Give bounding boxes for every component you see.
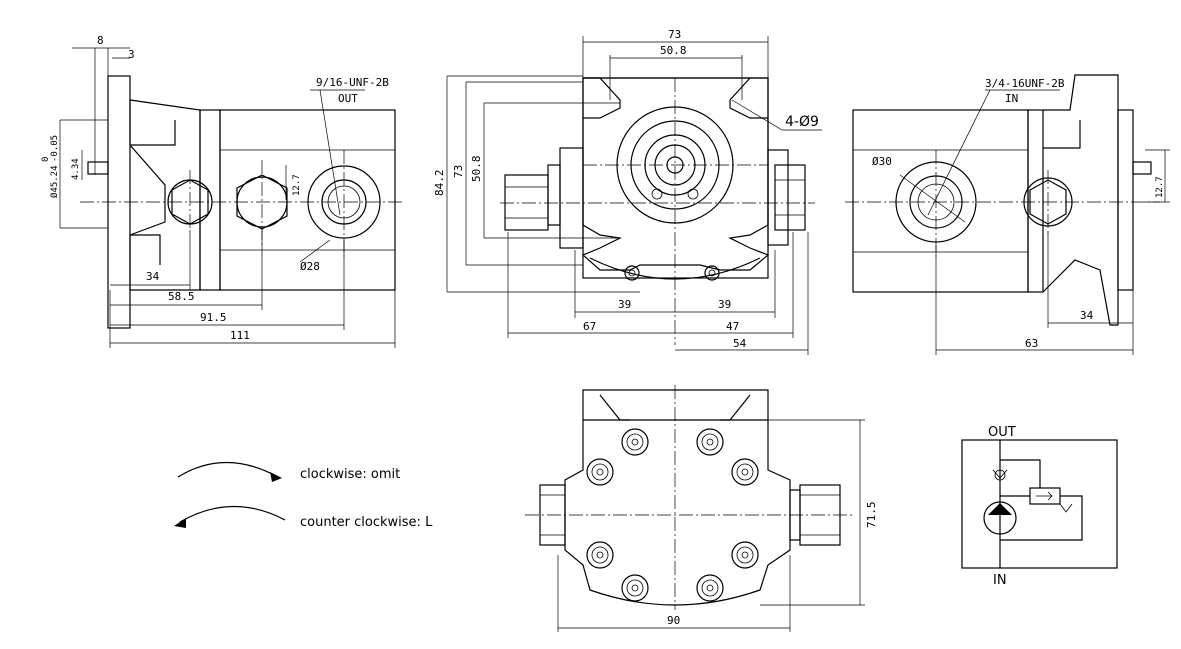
bolt-2 <box>696 428 724 456</box>
counter-clockwise-label: counter clockwise: L <box>300 515 433 530</box>
dim-73-left: 73 <box>452 165 465 178</box>
bolt-5 <box>586 541 614 569</box>
dim-d45: Ø45.24 <box>49 165 60 198</box>
bottom-view-labels: 71.5 90 <box>667 502 878 628</box>
left-view-labels: 8 3 Ø45.24 0 -0.05 4.34 12.7 34 58.5 91.… <box>41 34 389 342</box>
front-view-labels: 73 50.8 84.2 73 50.8 39 39 67 47 54 4-Ø9 <box>433 28 819 350</box>
dim-d28: Ø28 <box>300 260 320 273</box>
bottom-body <box>564 389 791 606</box>
bolt-6 <box>731 541 759 569</box>
dim-50-8-left: 50.8 <box>470 156 483 183</box>
dim-91-5: 91.5 <box>200 311 227 324</box>
right-view-labels: 3/4-16UNF-2B IN Ø30 12.7 34 63 <box>872 77 1165 350</box>
dim-111: 111 <box>230 329 250 342</box>
dim-34: 34 <box>146 270 160 283</box>
bolt-3 <box>586 458 614 486</box>
dim-right-34: 34 <box>1080 309 1094 322</box>
out-port-callout-label: OUT <box>338 92 358 105</box>
dim-d45-tol-upper: 0 <box>41 157 51 162</box>
dim-d30: Ø30 <box>872 155 892 168</box>
clockwise-label: clockwise: omit <box>300 467 400 482</box>
left-side-view <box>59 47 405 348</box>
symbol-frame <box>961 439 1118 569</box>
dim-63: 63 <box>1025 337 1038 350</box>
dim-right-12-7: 12.7 <box>1155 176 1165 198</box>
symbol-in-label: IN <box>993 573 1007 588</box>
right-body <box>852 109 1029 293</box>
rotation-legend: clockwise: omit counter clockwise: L <box>174 462 433 530</box>
right-side-view <box>845 74 1170 355</box>
dim-58-5: 58.5 <box>168 290 195 303</box>
dim-71-5: 71.5 <box>865 502 878 529</box>
dim-4-34: 4.34 <box>71 158 81 180</box>
front-flange-frame <box>582 77 769 279</box>
hydraulic-symbol: OUT IN <box>961 425 1118 588</box>
dim-12-7: 12.7 <box>292 174 302 196</box>
left-body <box>219 109 396 291</box>
dim-73-top: 73 <box>668 28 681 41</box>
clockwise-arrow-icon <box>177 462 279 478</box>
bolt-4 <box>731 458 759 486</box>
port-nut-2 <box>236 174 288 230</box>
pump-symbol <box>983 501 1017 535</box>
symbol-out-label: OUT <box>988 425 1016 440</box>
dim-67: 67 <box>583 320 596 333</box>
dim-39-right: 39 <box>718 298 731 311</box>
bolt-1 <box>621 428 649 456</box>
dim-47: 47 <box>726 320 739 333</box>
out-port-callout-thread: 9/16-UNF-2B <box>316 76 389 89</box>
in-port-callout-thread: 3/4-16UNF-2B <box>985 77 1065 90</box>
holes-callout: 4-Ø9 <box>785 114 819 130</box>
dim-d45-tol-lower: -0.05 <box>50 135 60 162</box>
counter-clockwise-arrow-icon <box>179 505 286 523</box>
front-view <box>446 36 822 355</box>
dim-90: 90 <box>667 614 680 627</box>
bolt-7 <box>621 574 649 602</box>
dim-39-left: 39 <box>618 298 631 311</box>
bolt-8 <box>696 574 724 602</box>
dim-54: 54 <box>733 337 747 350</box>
dim-84-2: 84.2 <box>433 170 446 197</box>
dim-50-8-top: 50.8 <box>660 44 687 57</box>
dim-3: 3 <box>128 48 135 61</box>
in-port-callout-label: IN <box>1005 92 1018 105</box>
bottom-view <box>525 385 865 632</box>
dim-8: 8 <box>97 34 104 47</box>
